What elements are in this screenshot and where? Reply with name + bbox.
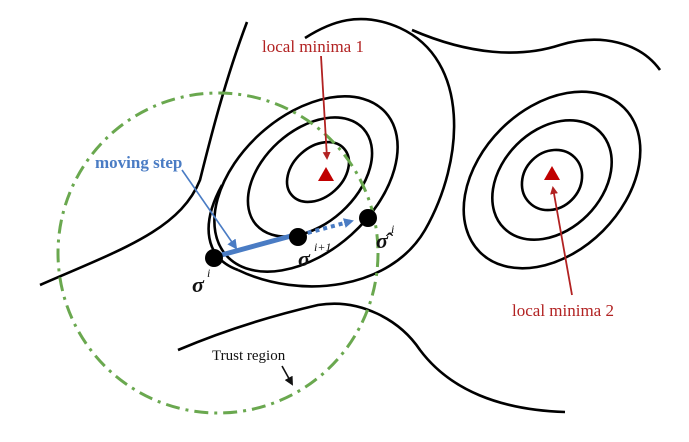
point-sigma-i-plus-1-icon xyxy=(289,228,307,246)
svg-text:i: i xyxy=(207,266,210,280)
moving-step-arrow xyxy=(213,233,292,260)
moving-step-extension xyxy=(299,218,354,237)
curve-bottom xyxy=(177,302,566,414)
contour-1-outer-left xyxy=(207,184,239,272)
symbol-sigma-i-plus-1: σ i+1 xyxy=(298,240,331,271)
contour-1-outer xyxy=(237,17,456,288)
svg-text:i+1: i+1 xyxy=(314,240,331,254)
svg-text:i: i xyxy=(391,222,394,236)
local-minimum-2-marker-icon xyxy=(544,166,560,180)
contour-2c xyxy=(462,90,642,270)
svg-text:σ: σ xyxy=(298,246,311,271)
curve-top-right xyxy=(411,28,662,71)
arrow-minima-2 xyxy=(550,186,573,296)
point-sigma-i-icon xyxy=(205,249,223,267)
label-trust-region: Trust region xyxy=(212,348,286,364)
contour-1b xyxy=(246,116,374,238)
moving-step-pointer xyxy=(181,169,238,250)
contour-2a xyxy=(520,148,584,212)
point-sigma-hat-i-icon xyxy=(359,209,377,227)
symbol-sigma-hat-i: σ̂ i xyxy=(376,222,394,253)
svg-text:σ: σ xyxy=(192,272,205,297)
label-local-minima-2: local minima 2 xyxy=(512,301,614,320)
contour-2b xyxy=(491,119,613,241)
contours-basin-1 xyxy=(207,17,456,288)
label-moving-step: moving step xyxy=(95,153,182,172)
trust-region-circle xyxy=(56,91,380,415)
contours-basin-2 xyxy=(462,90,642,270)
contour-1a xyxy=(285,140,351,204)
curve-top-left xyxy=(39,21,249,287)
outer-curves xyxy=(39,21,662,414)
symbol-sigma-i: σ i xyxy=(192,266,210,297)
label-local-minima-1: local minima 1 xyxy=(262,37,364,56)
local-minimum-1-marker-icon xyxy=(318,167,334,181)
arrow-minima-1 xyxy=(320,55,331,160)
trust-region-pointer xyxy=(281,365,293,386)
